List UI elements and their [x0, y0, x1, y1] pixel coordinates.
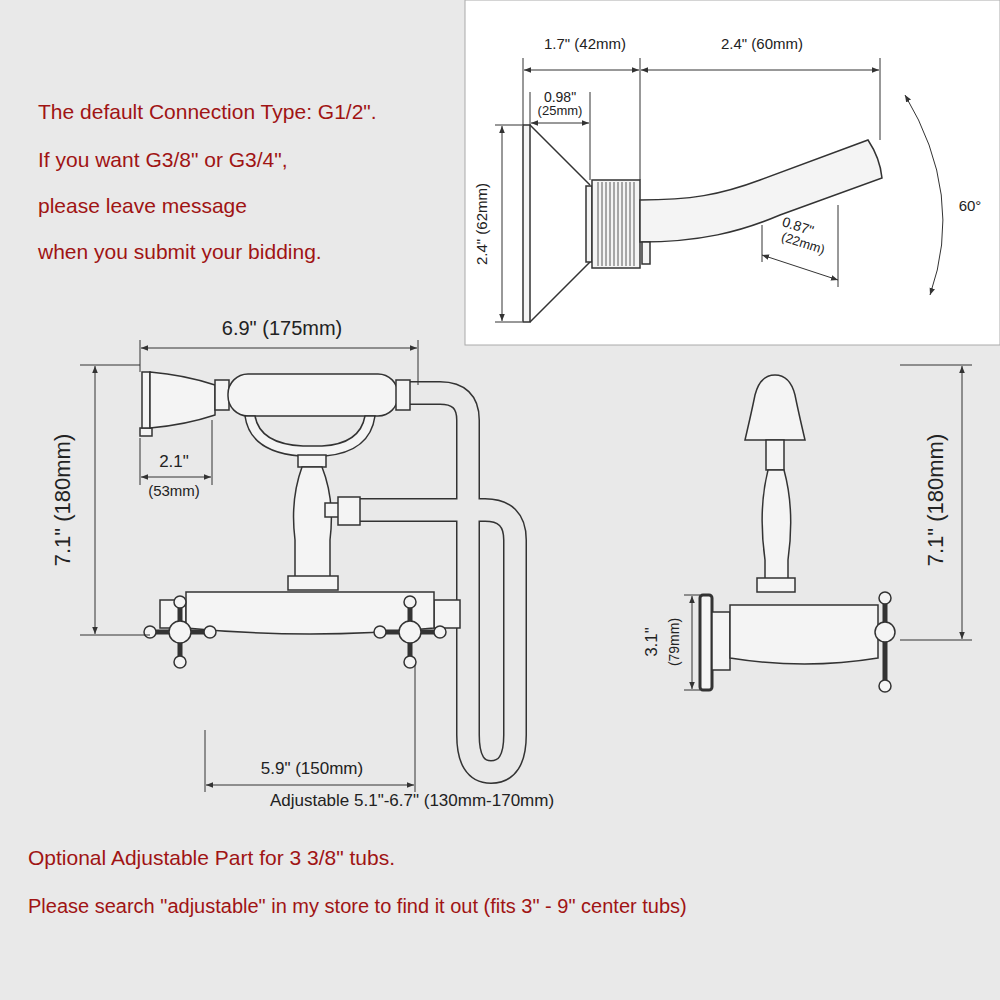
dimension-label: 7.1" (180mm)	[923, 434, 948, 567]
note-text: If you want G3/8" or G3/4",	[38, 148, 288, 172]
front-dimension-lines	[80, 340, 418, 792]
hose-inner	[358, 393, 515, 772]
dimension-label: 5.9" (150mm)	[261, 759, 363, 779]
angle-label: 60°	[959, 197, 982, 214]
side-dimension-lines	[684, 365, 972, 690]
side-view-drawing	[700, 375, 895, 692]
dimension-label: 2.4" (60mm)	[721, 35, 803, 52]
inset-panel	[465, 0, 1000, 345]
dimension-label: 1.7" (42mm)	[544, 35, 626, 52]
shower-arm-drawing	[523, 125, 882, 322]
dimension-label: 2.4" (62mm)	[473, 183, 490, 265]
dimension-label: (22mm)	[779, 230, 826, 258]
dimension-label: 3.1"	[642, 627, 662, 657]
dimension-label: 6.9" (175mm)	[222, 317, 342, 340]
note-text: The default Connection Type: G1/2".	[38, 100, 377, 124]
note-text: Please search "adjustable" in my store t…	[28, 895, 687, 918]
hose-outline	[358, 393, 515, 772]
dimension-label: (79mm)	[666, 618, 682, 666]
note-text: please leave message	[38, 194, 247, 218]
inset-dimension-lines	[495, 58, 943, 322]
hand-shower-drawing	[140, 372, 460, 634]
note-text: Optional Adjustable Part for 3 3/8" tubs…	[28, 846, 395, 870]
dimension-label: 7.1" (180mm)	[50, 434, 75, 567]
dimension-label: (25mm)	[538, 104, 583, 119]
dimension-label: Adjustable 5.1"-6.7" (130mm-170mm)	[270, 791, 554, 811]
dimension-label: 2.1"	[159, 452, 189, 472]
cross-handles	[144, 596, 446, 668]
dimension-label: (53mm)	[148, 482, 200, 499]
note-text: when you submit your bidding.	[38, 240, 322, 264]
